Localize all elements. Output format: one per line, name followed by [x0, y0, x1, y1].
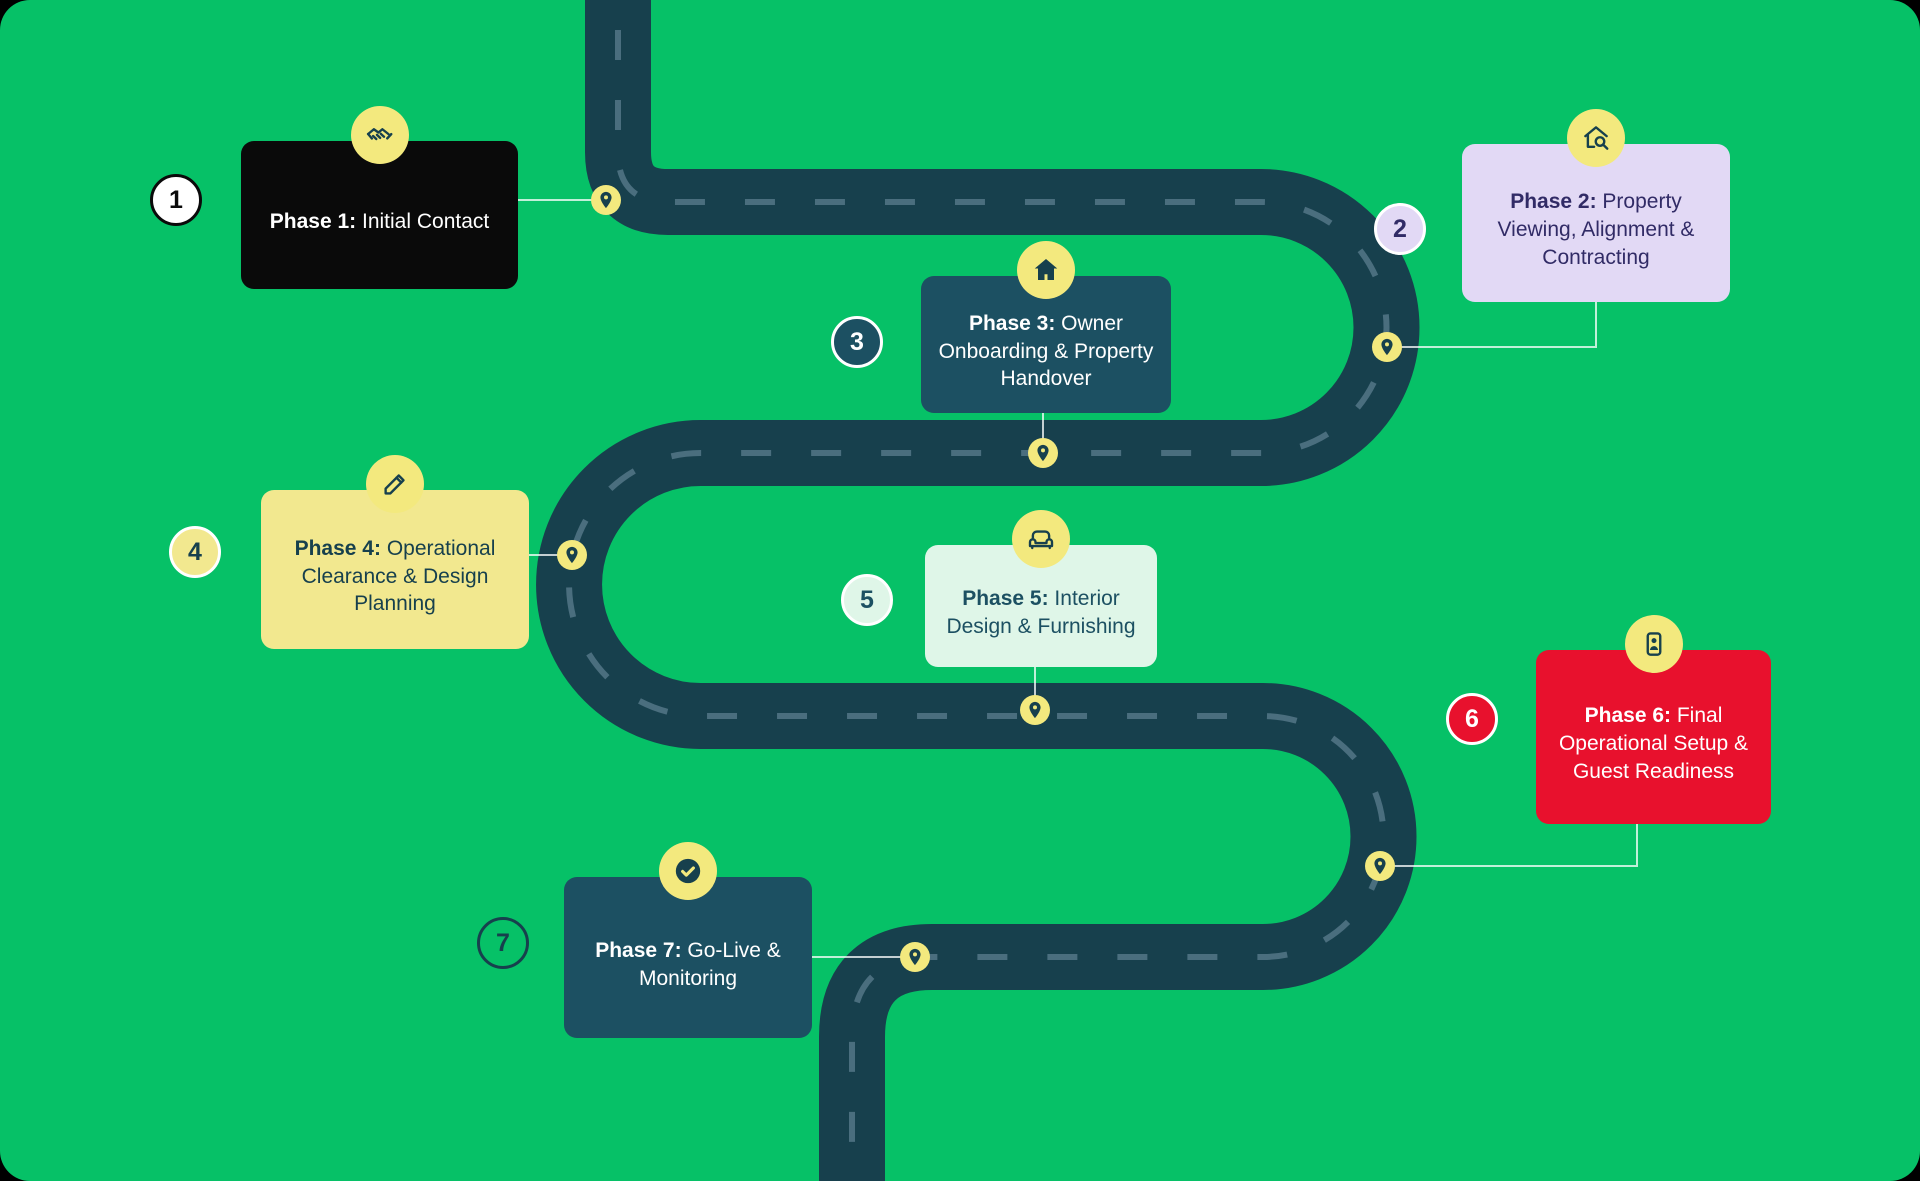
connector-line [1387, 302, 1597, 348]
phase-5-number-badge: 5 [841, 574, 893, 626]
phase-1-number: 1 [169, 185, 183, 214]
map-pin-icon [1020, 695, 1050, 725]
phase-2-number: 2 [1393, 214, 1407, 243]
phase-3-number-badge: 3 [831, 316, 883, 368]
phase-2-title: Phase 2: Property Viewing, Alignment & C… [1478, 188, 1714, 272]
phase-6-number: 6 [1465, 704, 1479, 733]
check-circle-icon [659, 842, 717, 900]
connector-line [1380, 824, 1638, 867]
phase-3-card: Phase 3: Owner Onboarding & Property Han… [921, 241, 1171, 413]
phase-6-number-badge: 6 [1446, 693, 1498, 745]
handshake-icon [350, 106, 409, 164]
phase-4-number-badge: 4 [169, 526, 221, 578]
phase-2-title-bold: Phase 2: [1510, 190, 1597, 214]
phase-2-title-rest: Property Viewing, Alignment & Contractin… [1497, 190, 1695, 269]
road-center-dashes [566, 0, 1390, 1181]
map-pin-icon [1365, 851, 1395, 881]
sofa-icon [1012, 510, 1070, 568]
phase-5-title: Phase 5: Interior Design & Furnishing [941, 585, 1141, 641]
phase-7-number-badge: 7 [477, 917, 529, 969]
phase-3-title-bold: Phase 3: [968, 311, 1056, 335]
map-pin-icon [1028, 438, 1058, 468]
phase-7-title-bold: Phase 7: [595, 938, 682, 962]
map-pin-icon [1372, 332, 1402, 362]
map-pin-icon [900, 942, 930, 972]
person-badge-icon [1624, 615, 1683, 673]
phase-1-number-badge: 1 [150, 174, 202, 226]
phase-7-title-rest: Go-Live & Monitoring [638, 938, 781, 990]
phase-4-title: Phase 4: Operational Clearance & Design … [277, 535, 513, 619]
phase-5-number: 5 [860, 585, 874, 614]
phase-1-title: Phase 1: Initial Contact [270, 208, 489, 236]
design-pencil-icon [366, 455, 424, 513]
phase-5-title-rest: Interior Design & Furnishing [946, 587, 1136, 638]
phase-6-title: Phase 6: Final Operational Setup & Guest… [1552, 702, 1755, 786]
map-pin-icon [557, 540, 587, 570]
phase-1-card: Phase 1: Initial Contact [241, 106, 518, 289]
phase-4-card: Phase 4: Operational Clearance & Design … [261, 455, 529, 649]
phase-6-title-rest: Final Operational Setup & Guest Readines… [1558, 704, 1749, 783]
phase-3-title-rest: Owner Onboarding & Property Handover [938, 311, 1154, 391]
phase-3-title: Phase 3: Owner Onboarding & Property Han… [937, 310, 1155, 394]
phase-7-card: Phase 7: Go-Live & Monitoring [564, 842, 812, 1038]
phase-4-number: 4 [188, 537, 202, 566]
phase-2-card: Phase 2: Property Viewing, Alignment & C… [1462, 109, 1730, 302]
phase-6-title-bold: Phase 6: [1584, 704, 1672, 728]
phase-1-title-bold: Phase 1: [269, 210, 357, 234]
phase-7-number: 7 [496, 928, 510, 957]
map-pin-icon [591, 185, 621, 215]
home-search-icon [1567, 109, 1625, 167]
phase-4-title-rest: Operational Clearance & Design Planning [301, 536, 496, 616]
phase-3-number: 3 [850, 327, 864, 356]
phase-5-card: Phase 5: Interior Design & Furnishing [925, 510, 1157, 667]
phase-6-card: Phase 6: Final Operational Setup & Guest… [1536, 615, 1771, 824]
phase-1-title-rest: Initial Contact [356, 210, 490, 234]
phase-5-title-bold: Phase 5: [962, 587, 1049, 611]
phase-2-number-badge: 2 [1374, 203, 1426, 255]
phase-7-title: Phase 7: Go-Live & Monitoring [580, 937, 796, 993]
phase-4-title-bold: Phase 4: [294, 536, 381, 560]
home-icon [1017, 241, 1075, 299]
